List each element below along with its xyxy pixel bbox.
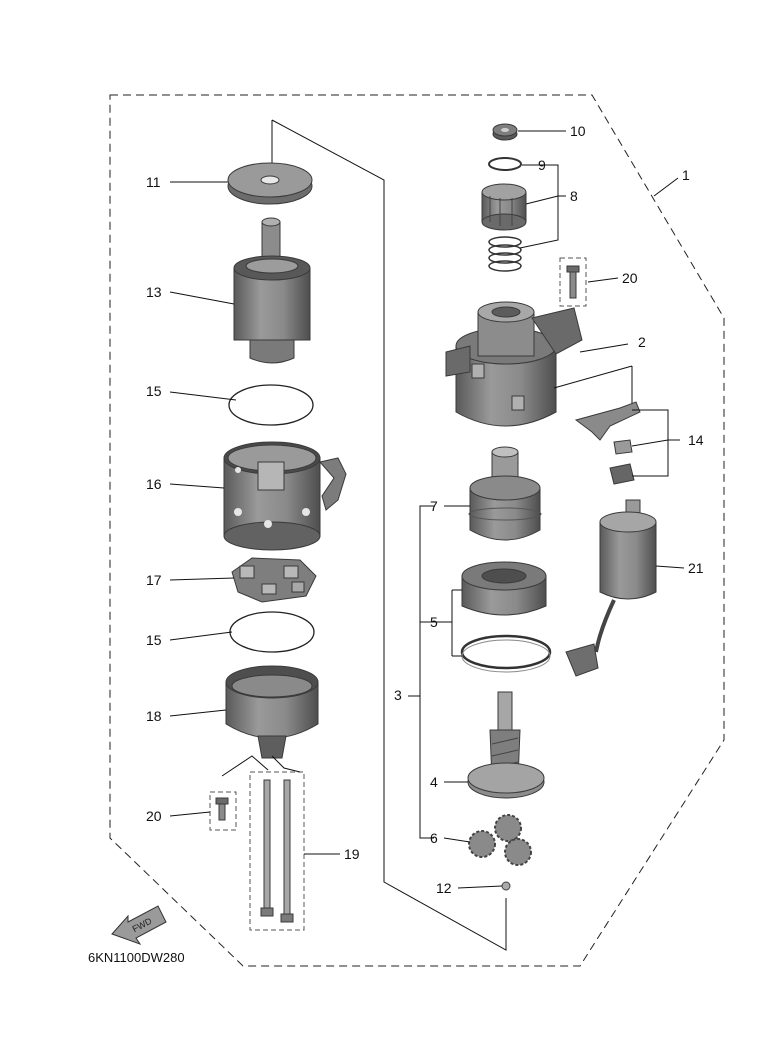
screw-box-left [209,791,237,831]
fwd-arrow-icon: FWD [111,905,167,945]
part-9-stop-ring [488,157,522,171]
leader-18-to-20 [221,755,269,777]
group-bracket-line [271,119,507,951]
callout-11: 11 [146,174,161,190]
leader-18-to-19 [271,755,301,773]
callout-16: 16 [146,476,162,492]
part-4-shaft [467,691,545,799]
callout-17: 17 [146,572,162,588]
leader-12 [457,885,503,889]
leader-15b [169,631,233,641]
leader-5 [420,589,462,657]
leader-2 [579,343,629,353]
callout-20-left: 20 [146,808,162,824]
part-11-end-cover [227,162,313,205]
callout-13: 13 [146,284,162,300]
callout-15-upper: 15 [146,383,162,399]
part-18-end-frame [225,665,319,759]
callout-14: 14 [688,432,704,448]
part-5-internal-gear [461,561,547,616]
part-10-cap [492,123,518,141]
leader-1 [653,177,679,197]
bolt-group-box [249,771,305,931]
part-6-planetary-gears [468,814,532,866]
leader-13 [169,291,235,305]
callout-10: 10 [570,123,586,139]
callout-8: 8 [570,188,578,204]
callout-3: 3 [394,687,402,703]
callout-9: 9 [538,157,546,173]
part-15-o-ring-lower [229,611,315,653]
part-8-pinion [481,183,527,231]
callout-2: 2 [638,334,646,350]
part-15-o-ring-upper [228,384,314,426]
housing-leader-connector [553,365,633,389]
assembly-boundary [109,94,725,967]
part-12-ball [501,881,511,891]
part-16-yoke [223,441,347,551]
callout-4: 4 [430,774,438,790]
leader-20a [169,811,211,817]
callout-15-lower: 15 [146,632,162,648]
screw-box-right [559,257,587,307]
callout-1: 1 [682,167,690,183]
part-20-screw-right [559,257,587,307]
part-17-brush-holder [231,557,317,603]
callout-6: 6 [430,830,438,846]
leader-3-bracket [419,505,434,839]
part-13-armature [233,217,311,364]
leader-21 [655,565,685,569]
callout-12: 12 [436,880,452,896]
part-20-screw-left [209,791,237,831]
callout-19: 19 [344,846,360,862]
part-7-clutch [468,446,542,541]
leader-6 [443,837,471,843]
leader-14 [631,409,680,477]
callout-7: 7 [430,498,438,514]
callout-18: 18 [146,708,162,724]
part-21-solenoid [565,499,657,677]
leader-17 [169,577,235,581]
part-8-spring [488,236,522,272]
callout-21: 21 [688,560,704,576]
leader-8 [519,164,566,249]
leader-15a [169,391,237,401]
part-2-front-housing [445,301,583,427]
leader-16 [169,483,225,489]
callout-20-right: 20 [622,270,638,286]
part-19-through-bolts [249,771,305,931]
leader-18 [169,709,227,717]
leader-20b [587,277,619,283]
callout-5: 5 [430,614,438,630]
part-5-ring [460,634,552,673]
diagram-code: 6KN1100DW280 [88,950,185,965]
part-14-lever-set [574,401,641,485]
